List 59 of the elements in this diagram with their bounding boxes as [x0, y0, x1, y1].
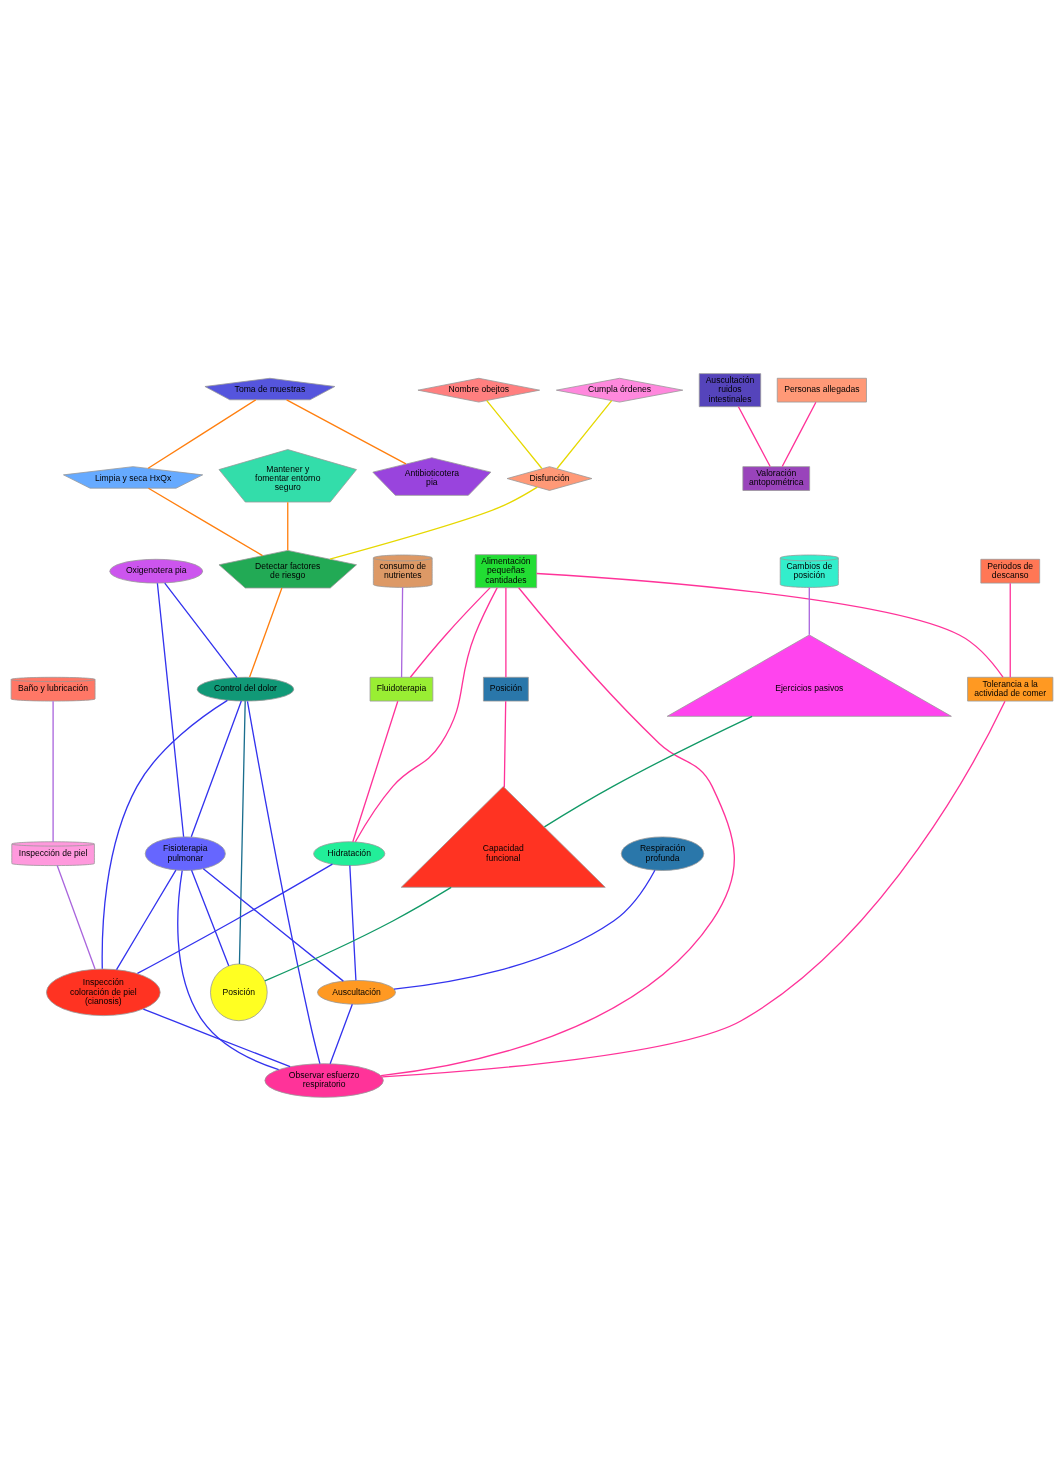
connector	[202, 867, 344, 982]
connector	[503, 700, 507, 788]
node-ellipse: Observar esfuerzo respiratorio	[264, 1062, 384, 1098]
connector	[142, 1007, 291, 1067]
connector	[238, 699, 246, 965]
connector	[136, 863, 334, 974]
connector	[329, 485, 538, 560]
connector	[349, 864, 357, 981]
node-ellipse: Oxigenotera pia	[109, 558, 204, 583]
connector	[115, 868, 177, 970]
connector	[285, 398, 407, 465]
connector	[246, 700, 321, 1064]
node-box: Fluidoterapia	[369, 676, 434, 701]
connector	[781, 401, 817, 467]
connector	[400, 586, 404, 678]
connector	[505, 586, 507, 678]
connector	[393, 869, 656, 990]
connector	[381, 700, 1006, 1077]
connector	[147, 487, 264, 556]
connector	[329, 1003, 353, 1064]
connector	[352, 700, 399, 842]
node-ellipse: Hidratación	[313, 840, 386, 866]
connector	[536, 572, 1004, 678]
node-diamond: Cumpla órdenes	[555, 377, 684, 402]
connector	[156, 582, 185, 837]
node-ellipse: Control del dolor	[196, 676, 295, 701]
connector	[556, 399, 613, 469]
node-ellipse: Inspección coloración de piel (cianosis)	[46, 968, 161, 1016]
connector	[147, 398, 257, 469]
connector	[808, 586, 810, 635]
connector	[354, 586, 498, 842]
connector	[177, 869, 280, 1070]
connector	[380, 586, 735, 1076]
connector	[190, 699, 242, 837]
node-box: Posición	[483, 676, 529, 701]
node-circle: Posición	[210, 963, 268, 1021]
connector	[264, 886, 452, 981]
node-box: Personas allegadas	[776, 377, 867, 402]
node-box: Alimentación pequeñas cantidades	[474, 553, 538, 588]
node-ellipse: Auscultación	[317, 979, 396, 1005]
connector	[164, 581, 238, 678]
node-diamond: Nombre obejtos	[417, 377, 540, 402]
connector	[1009, 582, 1011, 678]
connector	[486, 399, 543, 469]
connector	[56, 864, 96, 970]
connector	[52, 700, 54, 842]
connector	[409, 586, 491, 678]
connector	[737, 405, 771, 467]
node-ellipse: Fisioterapia pulmonar	[144, 836, 226, 871]
node-box: Valoración antopométrica	[742, 465, 811, 491]
connector	[287, 501, 289, 551]
node-ellipse: Respiración profunda	[620, 836, 705, 871]
node-diamond: Disfunción	[506, 465, 593, 491]
node-box: Periodos de descanso	[980, 558, 1041, 583]
connector	[190, 869, 230, 966]
node-box: Tolerancia a la actividad de comer	[967, 676, 1054, 701]
connector	[248, 586, 283, 678]
node-box: Auscultación ruidos intestinales	[698, 372, 762, 407]
connector	[543, 715, 753, 827]
